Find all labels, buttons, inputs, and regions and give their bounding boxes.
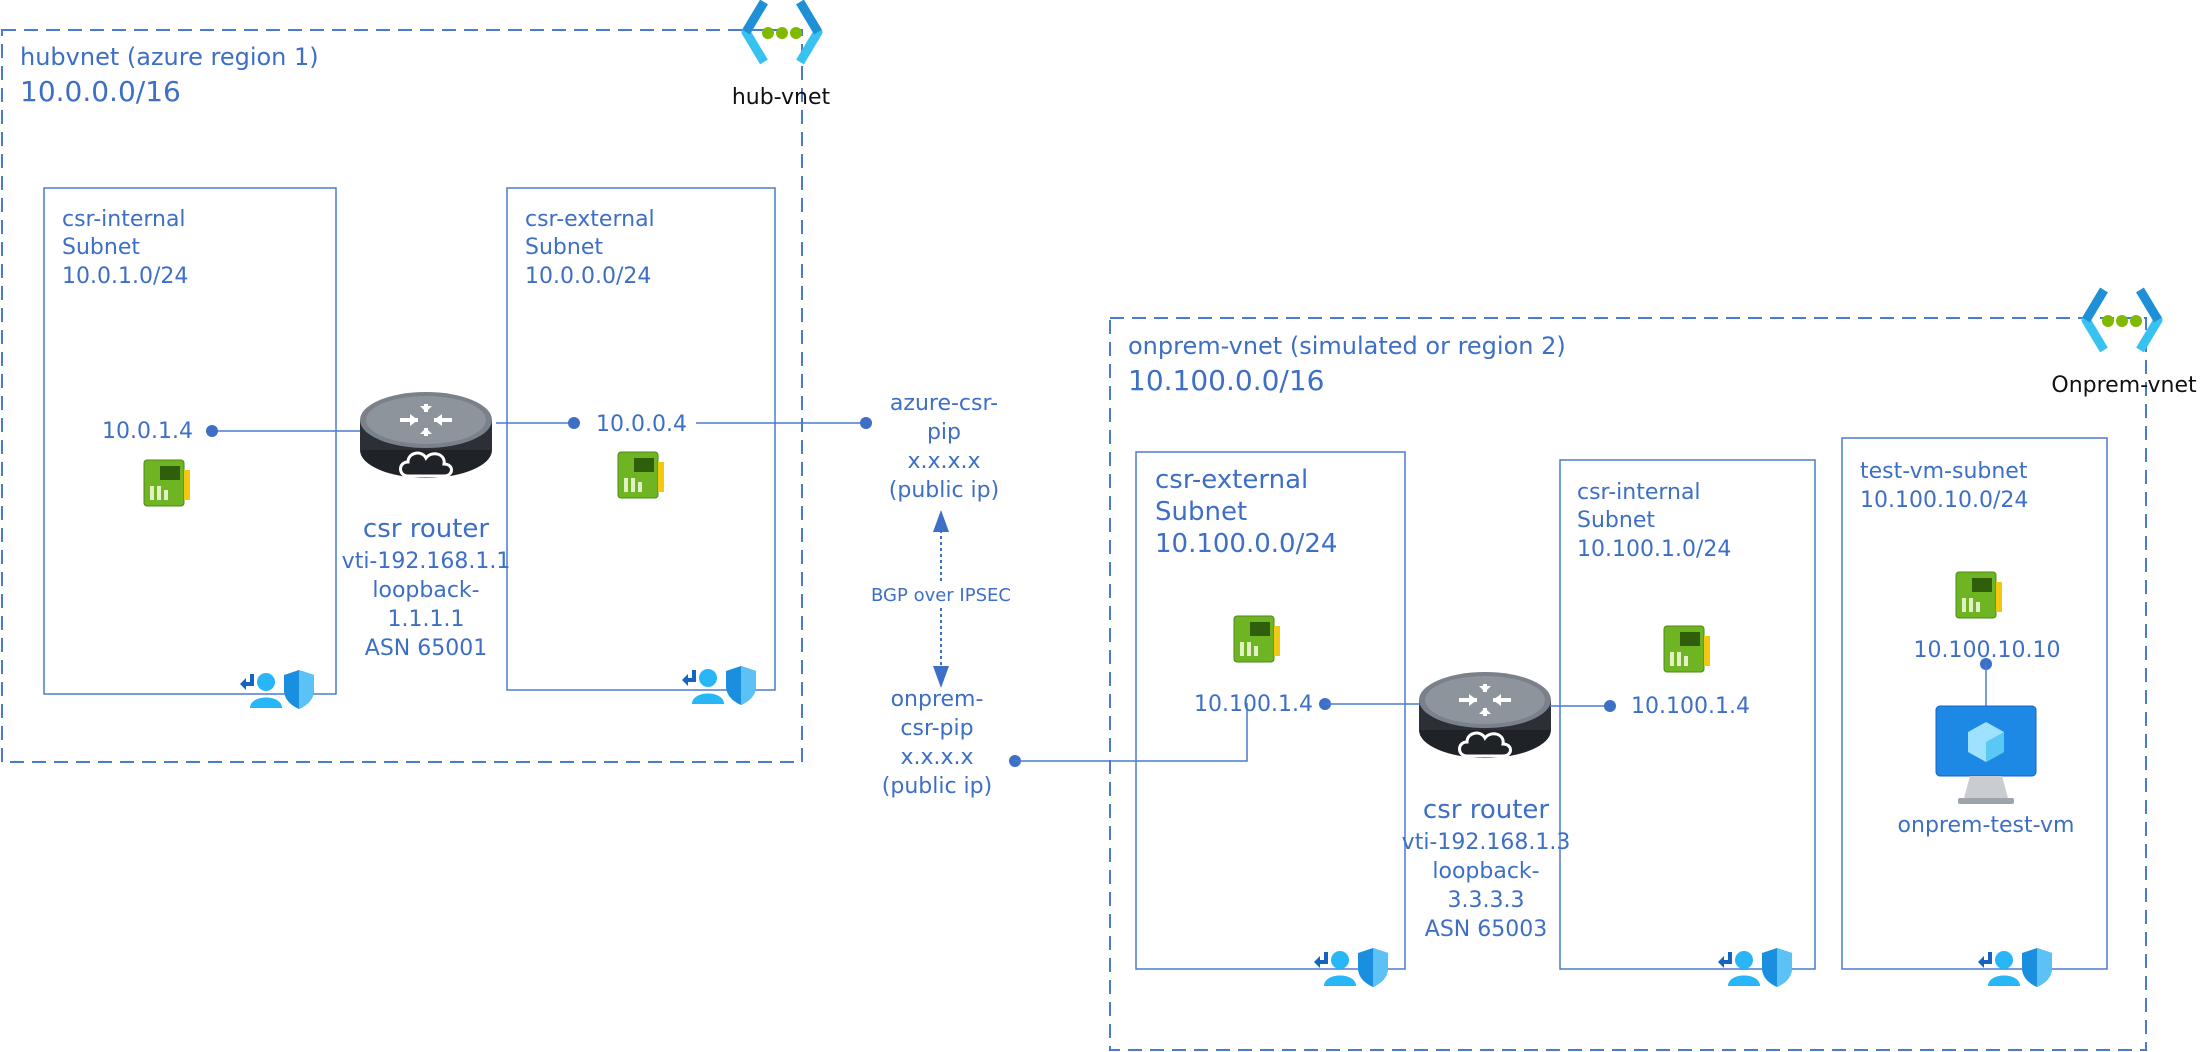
hub-external-nic-icon	[617, 451, 665, 499]
onprem-external-nic-ip: 10.100.1.4	[1194, 692, 1313, 717]
hub-external-endpoint	[568, 417, 580, 429]
onprem-internal-subnet-box	[1559, 459, 1816, 970]
hub-router-vti: vti-192.168.1.1	[342, 549, 511, 574]
hub-vnet-boundary	[1, 29, 803, 763]
onprem-external-nic-icon	[1233, 615, 1281, 663]
onprem-vnet-icon	[2086, 290, 2158, 350]
azure-pip-line1: azure-csr-	[890, 391, 998, 416]
onprem-pip-line4: (public ip)	[882, 774, 992, 799]
onprem-router-asn: ASN 65003	[1425, 917, 1547, 942]
test-vm-nsg-icon	[1976, 946, 2054, 989]
hub-vnet-title: hubvnet (azure region 1)	[20, 43, 319, 71]
onprem-pip-line3: x.x.x.x	[900, 745, 973, 770]
onprem-external-subnet-name: csr-external	[1155, 465, 1308, 495]
onprem-internal-subnet-kind: Subnet	[1577, 508, 1655, 533]
onprem-pip-line2: csr-pip	[900, 716, 973, 741]
hub-internal-endpoint	[206, 425, 218, 437]
onprem-internal-subnet-name: csr-internal	[1577, 480, 1701, 505]
hub-external-subnet-cidr: 10.0.0.0/24	[525, 264, 651, 289]
hub-external-nic-ip: 10.0.0.4	[596, 412, 687, 437]
hub-router-icon	[358, 390, 494, 480]
onprem-vnet-label: Onprem-vnet	[2051, 373, 2197, 398]
virtual-machine-icon	[1935, 705, 2037, 804]
hub-internal-subnet-name: csr-internal	[62, 207, 186, 232]
hub-internal-subnet-cidr: 10.0.1.0/24	[62, 264, 188, 289]
onprem-vnet-group: onprem-vnet (simulated or region 2) 10.1…	[1109, 290, 2197, 1051]
tunnel-group: azure-csr- pip x.x.x.x (public ip) BGP o…	[871, 391, 1248, 799]
hub-external-subnet-kind: Subnet	[525, 235, 603, 260]
onprem-internal-subnet-cidr: 10.100.1.0/24	[1577, 537, 1731, 562]
onprem-router-icon	[1417, 670, 1553, 760]
hub-vnet-icon	[746, 2, 818, 62]
hub-external-nsg-icon	[680, 664, 758, 707]
hub-internal-subnet-box	[43, 187, 337, 695]
tunnel-label: BGP over IPSEC	[871, 585, 1011, 606]
onprem-external-subnet-box	[1135, 451, 1406, 970]
onprem-internal-nsg-icon	[1716, 946, 1794, 989]
hub-pip-endpoint	[860, 417, 872, 429]
azure-pip-line2: pip	[927, 420, 961, 445]
hub-internal-nsg-icon	[238, 668, 316, 711]
onprem-router-vti: vti-192.168.1.3	[1402, 830, 1571, 855]
onprem-external-nsg-icon	[1312, 946, 1390, 989]
hub-vnet-label: hub-vnet	[732, 85, 831, 110]
tunnel-arrow-up	[933, 510, 949, 532]
azure-pip-line4: (public ip)	[889, 478, 999, 503]
onprem-internal-nic-ip: 10.100.1.4	[1631, 694, 1750, 719]
hub-router-asn: ASN 65001	[365, 636, 487, 661]
onprem-pip-line1: onprem-	[891, 687, 984, 712]
onprem-external-subnet-kind: Subnet	[1155, 497, 1247, 527]
hub-vnet-cidr: 10.0.0.0/16	[20, 75, 181, 108]
onprem-external-subnet-cidr: 10.100.0.0/24	[1155, 529, 1337, 559]
onprem-router-loopback-ip: 3.3.3.3	[1448, 888, 1525, 913]
tunnel-arrow-down	[933, 666, 949, 688]
onprem-internal-endpoint	[1604, 700, 1616, 712]
tunnel-label-bg	[874, 582, 1008, 608]
test-vm-subnet-cidr: 10.100.10.0/24	[1860, 488, 2028, 513]
azure-pip-line3: x.x.x.x	[907, 449, 980, 474]
onprem-vnet-title: onprem-vnet (simulated or region 2)	[1128, 332, 1566, 360]
onprem-vnet-boundary	[1109, 317, 2147, 1051]
test-vm-name: onprem-test-vm	[1898, 813, 2075, 838]
hub-internal-nic-ip: 10.0.1.4	[102, 419, 193, 444]
hub-vnet-group: hubvnet (azure region 1) 10.0.0.0/16 hub…	[1, 2, 872, 763]
onprem-internal-nic-icon	[1663, 625, 1711, 673]
hub-internal-subnet-kind: Subnet	[62, 235, 140, 260]
hub-internal-nic-icon	[143, 459, 191, 507]
hub-router-loopback-label: loopback-	[372, 578, 479, 603]
onprem-router-loopback-label: loopback-	[1432, 859, 1539, 884]
hub-external-subnet-box	[506, 187, 776, 691]
onprem-vnet-cidr: 10.100.0.0/16	[1128, 364, 1324, 397]
hub-router-loopback-ip: 1.1.1.1	[388, 607, 465, 632]
test-vm-subnet-name: test-vm-subnet	[1860, 459, 2028, 484]
hub-router-name: csr router	[363, 514, 489, 544]
test-vm-subnet-box	[1841, 437, 2108, 970]
test-vm-nic-icon	[1955, 571, 2003, 619]
onprem-router-name: csr router	[1423, 795, 1549, 825]
onprem-pip-link	[1015, 703, 1248, 762]
hub-external-subnet-name: csr-external	[525, 207, 655, 232]
